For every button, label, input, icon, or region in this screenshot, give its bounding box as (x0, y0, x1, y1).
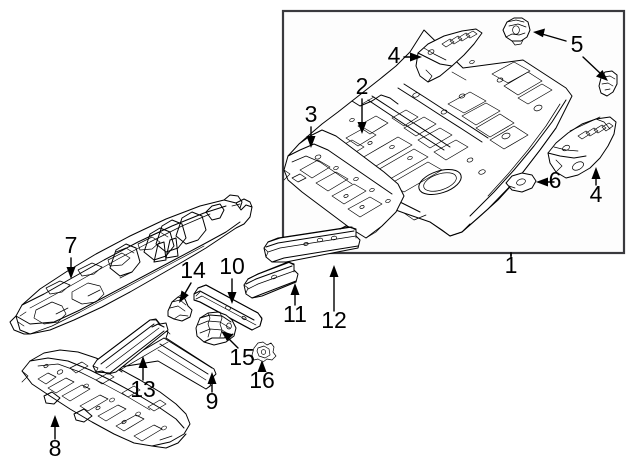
leader-9 (207, 372, 217, 393)
callout-label-12[interactable]: 12 (321, 307, 347, 333)
clip-nut[interactable] (251, 341, 277, 363)
rear-floor-side-panel-right[interactable] (547, 116, 617, 179)
leader-11 (290, 283, 300, 306)
callout-label-13[interactable]: 13 (130, 376, 156, 402)
leader-13 (138, 356, 148, 381)
leader-10 (227, 278, 237, 304)
callout-label-7[interactable]: 7 (65, 232, 78, 258)
leader-16 (257, 360, 267, 372)
front-side-member-rail[interactable] (9, 194, 253, 335)
callout-label-11[interactable]: 11 (283, 301, 307, 327)
callout-label-2[interactable]: 2 (356, 73, 369, 99)
leader-15 (221, 331, 239, 349)
front-seat-crossmember[interactable] (193, 284, 263, 331)
leader-7 (66, 257, 76, 279)
callout-label-10[interactable]: 10 (219, 253, 245, 279)
rear-seat-crossmember[interactable] (243, 261, 299, 299)
rear-floor-side-panel-left[interactable] (415, 28, 483, 83)
callout-label-8[interactable]: 8 (49, 435, 62, 461)
callout-label-15[interactable]: 15 (229, 344, 255, 370)
leader-6 (536, 177, 555, 187)
jack-bracket-upper[interactable] (502, 17, 531, 46)
leader-4b (591, 167, 601, 186)
leader-5-lower (582, 56, 608, 81)
callout-label-9[interactable]: 9 (206, 388, 219, 414)
upper-side-member[interactable] (263, 225, 361, 263)
floor-reinforcement-plate[interactable] (505, 172, 537, 193)
callout-label-6[interactable]: 6 (549, 167, 562, 193)
leader-4a (403, 52, 422, 62)
rear-floor-crossmember-panel[interactable] (21, 349, 191, 449)
leader-12 (329, 265, 339, 312)
callout-label-4-left[interactable]: 4 (388, 42, 401, 68)
callout-label-4-right[interactable]: 4 (590, 181, 603, 207)
leader-5-upper (533, 28, 567, 42)
callout-label-5[interactable]: 5 (571, 31, 584, 57)
lower-reinforcement-rail[interactable] (92, 318, 169, 375)
leader-8 (50, 415, 60, 440)
callout-label-3[interactable]: 3 (305, 101, 318, 127)
leader-3 (306, 126, 316, 148)
callout-label-16[interactable]: 16 (249, 367, 275, 393)
leader-14 (179, 282, 192, 303)
left-floor-side-extension[interactable] (283, 129, 405, 239)
callout-label-14[interactable]: 14 (180, 257, 206, 283)
leader-2 (357, 98, 367, 134)
callout-label-1[interactable]: 1 (505, 252, 518, 278)
